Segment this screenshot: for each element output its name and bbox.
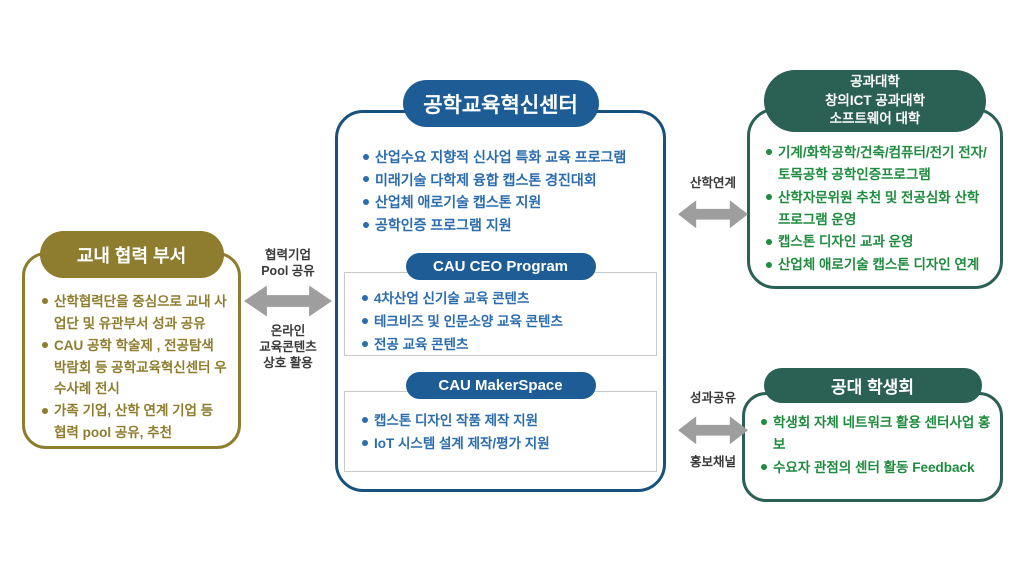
student-council-connector: 성과공유 홍보채널 [676,390,750,471]
cau-makerspace-list: 캡스톤 디자인 작품 제작 지원 IoT 시스템 설계 제작/평가 지원 [345,392,656,456]
cau-ceo-program-box: CAU CEO Program 4차산업 신기술 교육 콘텐츠 테크비즈 및 인… [344,253,657,357]
engineering-colleges-title-pill: 공과대학 창의ICT 공과대학 소프트웨어 대학 [764,70,986,132]
industry-academia-connector: 산학연계 [676,175,750,234]
engineering-education-center-list: 산업수요 지향적 신사업 특화 교육 프로그램 미래기술 다학제 융합 캡스톤 … [338,113,663,237]
list-item: 가족 기업, 산학 연계 기업 등 협력 pool 공유, 추천 [41,400,228,444]
list-item: 산학자문위원 추천 및 전공심화 산학 프로그램 운영 [765,187,992,231]
list-item: 테크비즈 및 인문소양 교육 콘텐츠 [361,311,648,334]
list-item: 산업체 애로기술 캡스톤 디자인 연계 [765,254,992,276]
list-item: 미래기술 다학제 융합 캡스톤 경진대회 [362,169,649,192]
left-connector: 협력기업 Pool 공유 온라인 교육콘텐츠 상호 활용 [239,247,337,371]
student-council-list: 학생회 자체 네트워크 활용 센터사업 홍보 수요자 관점의 센터 활동 Fee… [745,395,1000,479]
internal-cooperation-list: 산학협력단을 중심으로 교내 사업단 및 유관부서 성과 공유 CAU 공학 학… [25,255,238,444]
student-council-box: 공대 학생회 학생회 자체 네트워크 활용 센터사업 홍보 수요자 관점의 센터… [742,368,1003,502]
list-item: IoT 시스템 설계 제작/평가 지원 [361,433,648,456]
cau-ceo-program-title: CAU CEO Program [432,258,569,275]
student-council-title-pill: 공대 학생회 [763,368,982,403]
cau-makerspace-title-pill: CAU MakerSpace [405,372,596,399]
cau-makerspace-box: CAU MakerSpace 캡스톤 디자인 작품 제작 지원 IoT 시스템 … [344,372,657,472]
industry-academia-label: 산학연계 [689,176,736,190]
internal-cooperation-title-pill: 교내 협력 부서 [39,231,224,278]
internal-cooperation-box: 교내 협력 부서 산학협력단을 중심으로 교내 사업단 및 유관부서 성과 공유… [22,231,241,449]
cau-ceo-program-title-pill: CAU CEO Program [405,253,596,280]
list-item: 산업체 애로기술 캡스톤 지원 [362,191,649,214]
performance-share-label: 성과공유 [689,391,736,405]
internal-cooperation-title: 교내 협력 부서 [76,245,187,266]
list-item: 수요자 관점의 센터 활동 Feedback [760,457,994,479]
list-item: CAU 공학 학술제 , 전공탐색 박람회 등 공학교육혁신센터 우수사례 전시 [41,335,228,401]
left-connector-top-label: 협력기업 Pool 공유 [261,248,315,279]
engineering-education-center-box: 공학교육혁신센터 산업수요 지향적 신사업 특화 교육 프로그램 미래기술 다학… [335,80,666,492]
list-item: 4차산업 신기술 교육 콘텐츠 [361,288,648,311]
list-item: 공학인증 프로그램 지원 [362,214,649,237]
engineering-education-center-title-pill: 공학교육혁신센터 [402,80,599,127]
engineering-colleges-box: 공과대학 창의ICT 공과대학 소프트웨어 대학 기계/화학공학/건축/컴퓨터/… [747,70,1003,289]
list-item: 캡스톤 디자인 작품 제작 지원 [361,410,648,433]
left-connector-bottom-label: 온라인 교육콘텐츠 상호 활용 [259,323,317,371]
list-item: 전공 교육 콘텐츠 [361,334,648,357]
student-council-title: 공대 학생회 [831,378,914,397]
double-arrow-icon [678,200,748,229]
list-item: 캡스톤 디자인 교과 운영 [765,231,992,253]
cau-makerspace-title: CAU MakerSpace [438,377,563,394]
list-item: 산업수요 지향적 신사업 특화 교육 프로그램 [362,146,649,169]
engineering-colleges-title: 공과대학 창의ICT 공과대학 소프트웨어 대학 [824,73,926,127]
list-item: 학생회 자체 네트워크 활용 센터사업 홍보 [760,412,994,457]
promo-channel-label: 홍보채널 [689,455,736,470]
double-arrow-icon [678,416,748,445]
double-arrow-icon [244,285,332,317]
engineering-education-center-title: 공학교육혁신센터 [423,93,578,117]
list-item: 산학협력단을 중심으로 교내 사업단 및 유관부서 성과 공유 [41,291,228,335]
list-item: 기계/화학공학/건축/컴퓨터/전기 전자/ 토목공학 공학인증프로그램 [765,142,992,186]
engineering-colleges-list: 기계/화학공학/건축/컴퓨터/전기 전자/ 토목공학 공학인증프로그램 산학자문… [750,111,1000,276]
cau-ceo-program-list: 4차산업 신기술 교육 콘텐츠 테크비즈 및 인문소양 교육 콘텐츠 전공 교육… [345,273,656,357]
